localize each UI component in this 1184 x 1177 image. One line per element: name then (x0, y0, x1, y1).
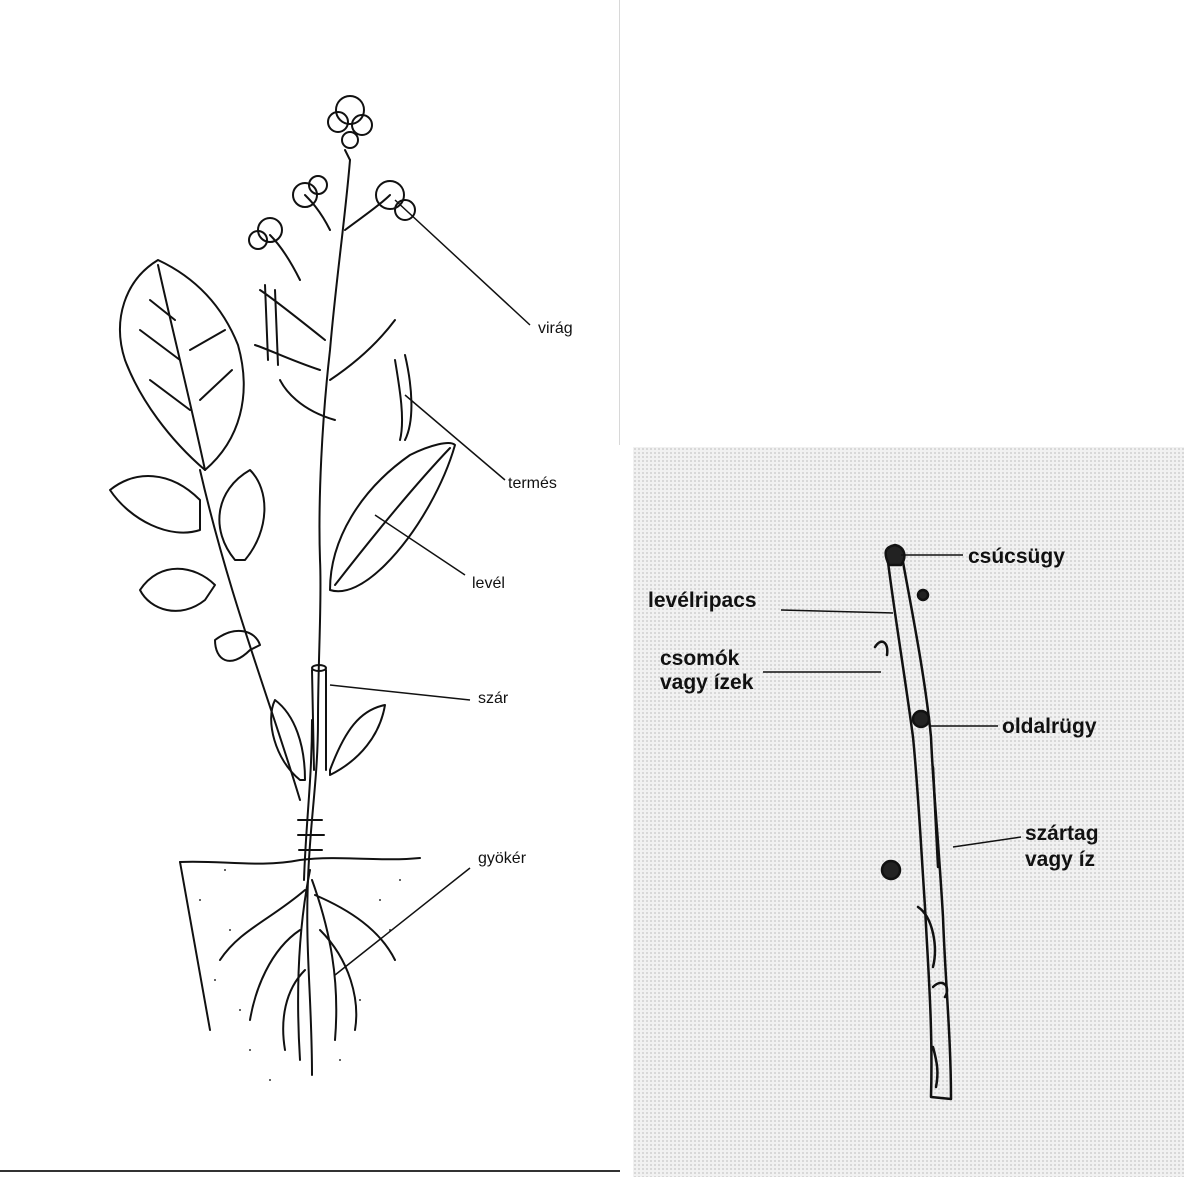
shoot-drawing (633, 447, 1184, 1177)
shoot-diagram-panel: csúcsügy levélripacs csomók vagy ízek ol… (633, 447, 1184, 1177)
leader-leaf (375, 515, 465, 575)
bottom-rule (0, 1170, 620, 1172)
label-node-line2: vagy ízek (660, 671, 753, 694)
label-leaf: levél (472, 575, 505, 593)
plant-diagram-panel: virág termés levél szár gyökér (0, 0, 620, 1177)
label-node-line1: csomók (660, 647, 739, 670)
panel-divider (619, 0, 620, 445)
leaf-mid-left (110, 476, 200, 533)
leader-stem (330, 685, 470, 700)
label-stem: szár (478, 690, 508, 708)
plant-drawing (0, 0, 620, 1177)
flower-cluster (249, 96, 415, 249)
leader-flower (395, 200, 530, 325)
label-internode-line1: szártag (1025, 822, 1099, 845)
leaf-branch (200, 470, 300, 800)
label-fruit: termés (508, 475, 557, 493)
leader-root (335, 868, 470, 975)
label-apical-bud: csúcsügy (968, 545, 1065, 568)
leader-internode (953, 837, 1021, 847)
label-lateral-bud: oldalrügy (1002, 715, 1097, 738)
leader-fruit (405, 395, 505, 480)
leader-leaf-scar (781, 610, 893, 613)
label-leaf-scar: levélripacs (648, 589, 757, 612)
lateral-bud (913, 711, 929, 727)
label-internode-line2: vagy íz (1025, 848, 1095, 871)
ground-line (180, 858, 420, 864)
label-flower: virág (538, 320, 573, 338)
twig (888, 562, 951, 1099)
label-root: gyökér (478, 850, 526, 868)
